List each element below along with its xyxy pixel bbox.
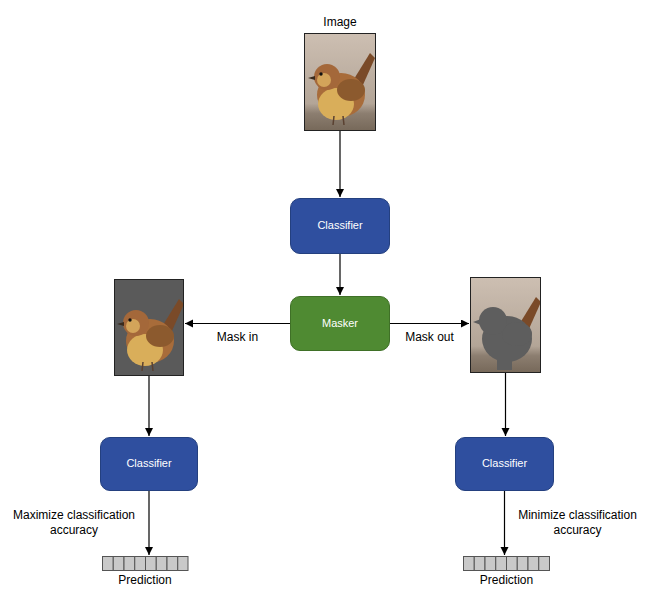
masked-out-photo — [470, 277, 541, 373]
box-label: Classifier — [315, 219, 364, 232]
prediction-cells — [103, 557, 550, 571]
classifier-box: Classifier — [455, 437, 554, 491]
edge-label: Mask in — [215, 330, 260, 345]
masked-out-image — [470, 277, 541, 373]
caption-label: Image — [323, 16, 356, 30]
flow-arrow — [339, 254, 340, 295]
masked-in-photo — [114, 279, 184, 376]
flow-arrow — [505, 373, 506, 436]
input-photo — [304, 33, 376, 131]
flow-arrow — [504, 491, 505, 555]
box-label: Classifier — [480, 457, 529, 470]
caption-label: Prediction — [480, 574, 533, 588]
flow-arrow — [148, 491, 149, 555]
input-image: Image — [304, 33, 376, 131]
flow-arrow — [339, 131, 340, 197]
classifier-box: Classifier — [100, 437, 198, 491]
caption-label: Prediction — [118, 574, 171, 588]
box-label: Masker — [320, 317, 360, 330]
box-label: Classifier — [124, 457, 173, 470]
masked-in-image — [114, 279, 184, 376]
edge-label: Mask out — [403, 330, 456, 345]
classifier-box: Classifier — [290, 198, 390, 254]
edge-label: Maximize classification accuracy — [8, 508, 140, 538]
edge-label: Minimize classification accuracy — [514, 508, 642, 538]
prediction-vector: Prediction — [102, 556, 188, 571]
masker-box: Masker — [290, 296, 390, 351]
prediction-vector: Prediction — [463, 556, 550, 571]
flow-arrow — [185, 323, 290, 324]
flow-arrow — [390, 323, 469, 324]
flow-arrow — [148, 376, 149, 436]
